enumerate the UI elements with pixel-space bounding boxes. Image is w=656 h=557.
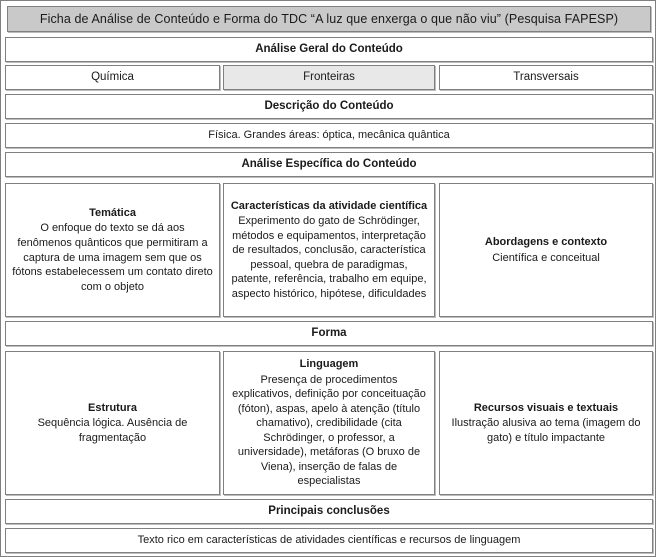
cell-caracteristicas-atividade-cientifica: Características da atividade científica …	[223, 183, 435, 317]
cell-estrutura: Estrutura Sequência lógica. Ausência de …	[5, 351, 220, 495]
category-label: Química	[91, 70, 134, 83]
cell-content: Abordagens e contexto Científica e conce…	[446, 235, 646, 265]
cell-content: Recursos visuais e textuais Ilustração a…	[446, 401, 646, 446]
cell-tematica: Temática O enfoque do texto se dá aos fe…	[5, 183, 220, 317]
category-option-fronteiras[interactable]: Fronteiras	[223, 65, 435, 90]
section-header-label: Principais conclusões	[268, 504, 390, 517]
section-header-analise-geral: Análise Geral do Conteúdo	[5, 37, 653, 62]
section-header-principais-conclusoes: Principais conclusões	[5, 499, 653, 524]
cell-content: Estrutura Sequência lógica. Ausência de …	[12, 401, 213, 446]
descricao-value: Física. Grandes áreas: óptica, mecânica …	[208, 129, 450, 142]
cell-title: Estrutura	[88, 401, 137, 414]
cell-body: Presença de procedimentos explicativos, …	[232, 373, 426, 488]
section-header-label: Análise Específica do Conteúdo	[241, 157, 417, 170]
cell-title: Abordagens e contexto	[484, 235, 608, 248]
cell-body: Científica e conceitual	[492, 251, 600, 264]
conclusoes-value: Texto rico em características de ativida…	[137, 534, 521, 547]
cell-content: Linguagem Presença de procedimentos expl…	[230, 357, 428, 489]
page-title: Ficha de Análise de Conteúdo e Forma do …	[39, 11, 619, 26]
cell-linguagem: Linguagem Presença de procedimentos expl…	[223, 351, 435, 495]
conclusoes-value-row: Texto rico em características de ativida…	[5, 528, 653, 553]
cell-body: Sequência lógica. Ausência de fragmentaç…	[37, 417, 188, 444]
cell-title: Recursos visuais e textuais	[473, 401, 619, 414]
cell-body: O enfoque do texto se dá aos fenômenos q…	[12, 222, 213, 293]
cell-content: Temática O enfoque do texto se dá aos fe…	[12, 206, 213, 294]
cell-content: Características da atividade científica …	[230, 199, 428, 302]
category-label: Transversais	[513, 70, 579, 83]
cell-recursos-visuais-e-textuais: Recursos visuais e textuais Ilustração a…	[439, 351, 653, 495]
section-header-label: Descrição do Conteúdo	[264, 99, 394, 112]
section-header-analise-especifica: Análise Específica do Conteúdo	[5, 152, 653, 177]
cell-title: Características da atividade científica	[230, 199, 428, 212]
section-header-forma: Forma	[5, 321, 653, 346]
cell-title: Linguagem	[299, 358, 359, 371]
descricao-value-row: Física. Grandes áreas: óptica, mecânica …	[5, 123, 653, 148]
section-header-label: Análise Geral do Conteúdo	[255, 42, 403, 55]
cell-abordagens-e-contexto: Abordagens e contexto Científica e conce…	[439, 183, 653, 317]
section-header-label: Forma	[311, 326, 347, 339]
cell-body: Ilustração alusiva ao tema (imagem do ga…	[451, 417, 641, 444]
cell-title: Temática	[89, 206, 136, 219]
cell-body: Experimento do gato de Schrödinger, méto…	[231, 215, 427, 300]
section-header-descricao: Descrição do Conteúdo	[5, 94, 653, 119]
sheet-title-banner: Ficha de Análise de Conteúdo e Forma do …	[7, 6, 651, 32]
category-option-quimica[interactable]: Química	[5, 65, 220, 90]
category-label: Fronteiras	[303, 70, 355, 83]
category-option-transversais[interactable]: Transversais	[439, 65, 653, 90]
